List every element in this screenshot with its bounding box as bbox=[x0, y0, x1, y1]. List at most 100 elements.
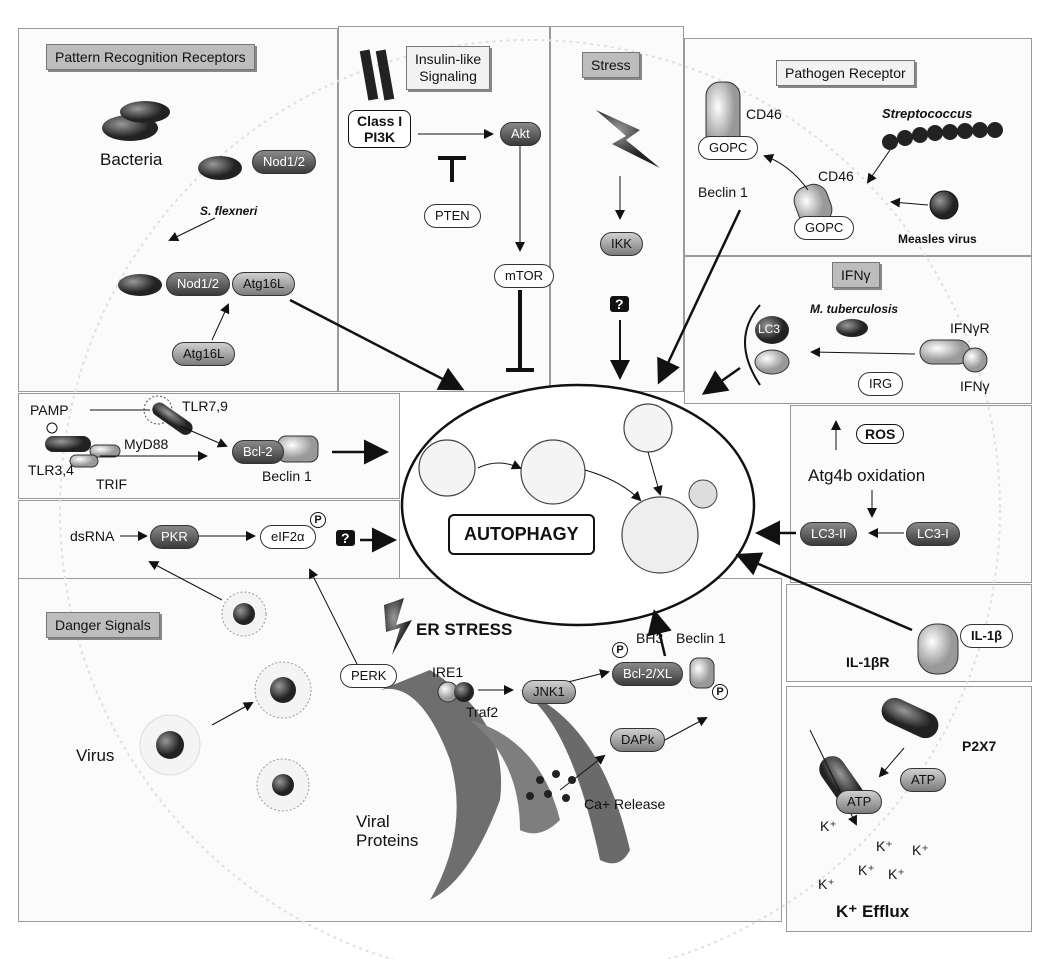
label-pamp: PAMP bbox=[30, 402, 69, 418]
er-membrane-1 bbox=[380, 670, 502, 900]
virus-2 bbox=[270, 677, 296, 703]
irg: IRG bbox=[858, 372, 904, 396]
arrow-phago bbox=[477, 460, 522, 470]
arrow-irg-lc3 bbox=[810, 347, 916, 358]
label-myd88: MyD88 bbox=[124, 436, 169, 452]
background-circle bbox=[59, 39, 1001, 959]
autophagosome bbox=[520, 439, 586, 505]
label-beclin-c: Beclin 1 bbox=[676, 630, 726, 646]
traf2-shape bbox=[454, 682, 474, 702]
arrow-ca-dapk bbox=[559, 754, 606, 791]
atp-a: ATP bbox=[900, 768, 947, 792]
panel-ros bbox=[790, 405, 1032, 583]
stress-bolt bbox=[596, 110, 660, 168]
pamp-dot bbox=[46, 422, 58, 434]
arrow-measles bbox=[890, 197, 929, 208]
lysosome-small bbox=[688, 479, 718, 509]
lc3-shape bbox=[755, 316, 789, 344]
arrow-lyso bbox=[647, 451, 663, 496]
label-pi3k: PI3K bbox=[364, 129, 396, 145]
phagosome-arc bbox=[744, 304, 761, 386]
arrow-pathogen-autophagy bbox=[657, 209, 742, 385]
nod12-b: Nod1/2 bbox=[166, 272, 230, 296]
lc3-i: LC3-I bbox=[906, 522, 960, 546]
ikk: IKK bbox=[600, 232, 643, 256]
question-stress: ? bbox=[610, 296, 629, 312]
virus-4 bbox=[272, 774, 294, 796]
arrow-virus-dsrna bbox=[148, 561, 223, 601]
arrow-perk-eif2a bbox=[309, 568, 361, 671]
receptor-bar-2 bbox=[375, 49, 395, 101]
arrow-fuse bbox=[584, 469, 642, 502]
virus-3 bbox=[156, 731, 184, 759]
label-cd46-b: CD46 bbox=[818, 168, 854, 184]
jnk1: JNK1 bbox=[522, 680, 576, 704]
atg16l-b: Atg16L bbox=[172, 342, 236, 366]
virus-1 bbox=[233, 603, 255, 625]
phospho-beclin: P bbox=[712, 684, 728, 700]
label-virus: Virus bbox=[76, 746, 115, 765]
er-membrane-3 bbox=[520, 690, 630, 864]
label-dsrna: dsRNA bbox=[70, 528, 115, 544]
il1br-receptor bbox=[917, 623, 959, 675]
label-measles: Measles virus bbox=[898, 232, 977, 246]
bacteria-shape-2 bbox=[120, 101, 170, 123]
autolysosome bbox=[621, 496, 699, 574]
pten: PTEN bbox=[424, 204, 481, 228]
k-ion-2: K⁺ bbox=[876, 838, 893, 854]
measles-virus-shape bbox=[929, 190, 959, 220]
arrow-strep bbox=[866, 149, 891, 184]
calcium-dots bbox=[526, 770, 576, 802]
tag-pathogen: Pathogen Receptor bbox=[776, 60, 915, 86]
phagophore-1 bbox=[418, 439, 476, 497]
label-viral-proteins: Viral Proteins bbox=[356, 812, 419, 850]
label-beclin-b: Beclin 1 bbox=[262, 468, 312, 484]
k-ion-3: K⁺ bbox=[912, 842, 929, 858]
label-lc3: LC3 bbox=[758, 322, 781, 336]
eif2a: eIF2α bbox=[260, 525, 316, 549]
autophagy-label: AUTOPHAGY bbox=[448, 514, 595, 555]
phospho-eif2a: P bbox=[310, 512, 326, 528]
arrow-tlr-bcl2 bbox=[179, 425, 228, 448]
myd88-shape bbox=[89, 444, 121, 458]
akt: Akt bbox=[500, 122, 541, 146]
il1b: IL-1β bbox=[960, 624, 1014, 648]
er-membrane-2 bbox=[470, 720, 560, 834]
ros: ROS bbox=[856, 424, 905, 444]
er-stress-bolt bbox=[384, 598, 412, 655]
k-ion-6: K⁺ bbox=[818, 876, 835, 892]
tag-ifn: IFNγ bbox=[832, 262, 880, 288]
question-dsrna: ? bbox=[336, 530, 355, 546]
label-ifngr: IFNγR bbox=[950, 320, 990, 336]
ifngr-receptor bbox=[919, 339, 971, 365]
label-tlr34: TLR3,4 bbox=[28, 462, 74, 478]
pkr: PKR bbox=[150, 525, 199, 549]
label-s-flexneri: S. flexneri bbox=[200, 204, 258, 218]
k-ion-1: K⁺ bbox=[820, 818, 837, 834]
trif-shape bbox=[69, 454, 99, 468]
panel-pattern-recognition bbox=[18, 28, 338, 392]
label-tlr79: TLR7,9 bbox=[182, 398, 228, 414]
label-m-tb: M. tuberculosis bbox=[810, 302, 899, 316]
tag-danger: Danger Signals bbox=[46, 612, 160, 638]
atg16l-a: Atg16L bbox=[232, 272, 296, 296]
beclin-shape-c bbox=[689, 657, 715, 689]
receptor-bar-1 bbox=[359, 49, 379, 101]
label-trif: TRIF bbox=[96, 476, 128, 492]
label-k-efflux: K⁺ Efflux bbox=[836, 902, 910, 921]
panel-tlr bbox=[18, 393, 400, 499]
lysosome bbox=[623, 403, 673, 453]
mtor-inhibit bbox=[506, 290, 534, 372]
gopc-b: GOPC bbox=[794, 216, 855, 240]
bacteria-shape-3 bbox=[198, 156, 242, 180]
k-ion-5: K⁺ bbox=[888, 866, 905, 882]
arrow-atg16l bbox=[211, 303, 230, 341]
lc3-shape-2 bbox=[754, 349, 790, 375]
label-atg4b: Atg4b oxidation bbox=[808, 466, 926, 485]
streptococcus-chain bbox=[882, 122, 1003, 150]
k-ion-4: K⁺ bbox=[858, 862, 875, 878]
ifng-ligand bbox=[962, 347, 988, 373]
label-class-i: Class I bbox=[357, 113, 403, 129]
arrow-prr-autophagy bbox=[289, 298, 465, 391]
